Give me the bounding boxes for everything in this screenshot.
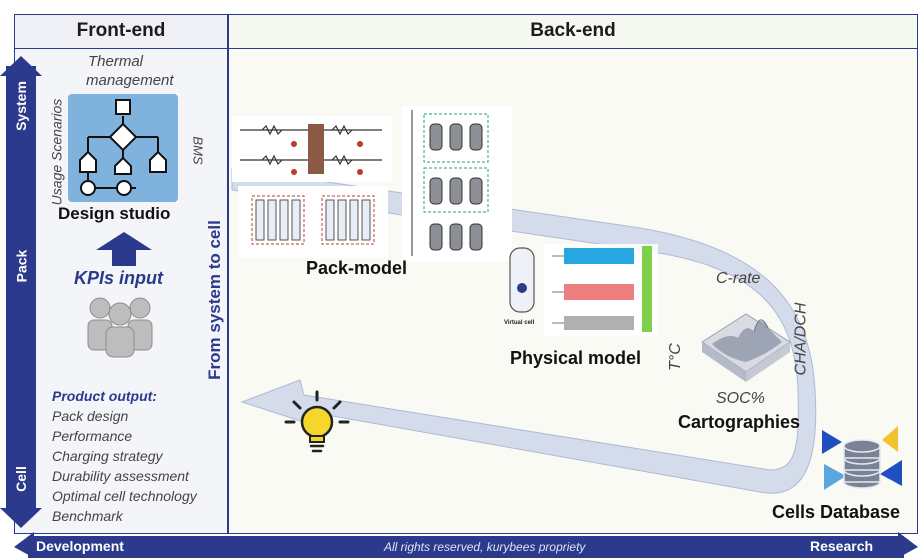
cartography-surface-icon [701,313,791,382]
product-output-title: Product output: [52,388,157,404]
flowchart-icon [79,99,167,196]
product-output-item: Optimal cell technology [52,488,197,504]
axis-label-system: System [13,81,29,131]
virtual-cell-icon [509,247,535,313]
kpis-input-label: KPIs input [74,268,163,288]
usage-scenarios-label: Usage Scenarios [48,98,64,206]
cartographies-label: Cartographies [678,412,801,432]
kpi-up-arrow-icon [96,232,152,266]
lightbulb-icon [284,390,350,453]
product-output-item: Charging strategy [52,448,163,464]
axis-up-arrow-icon [0,56,42,76]
product-output-item: Pack design [52,408,129,424]
product-output-item: Benchmark [52,508,123,524]
cells-database-label: Cells Database [772,502,901,522]
front-end-header: Front-end [14,14,228,49]
product-output-list: Pack design Performance Charging strateg… [52,406,197,526]
axis-down-arrow-icon [0,508,42,528]
product-output-item: Performance [52,428,133,444]
bms-label: BMS [190,135,206,165]
cell-array-diagram [238,186,388,258]
thermal-circuit-diagram [232,116,392,182]
pack-stack-diagram [402,106,512,262]
cells-database-icon [822,426,902,490]
footer-copyright: All rights reserved, kurybees propriety [384,540,586,554]
horizontal-axis-bar [28,536,904,558]
axis-label-pack: Pack [13,249,30,283]
physical-model-diagram [544,244,658,336]
back-end-header: Back-end [228,14,918,49]
axis-label-development: Development [36,538,124,554]
physical-model-label: Physical model [510,348,642,368]
from-system-to-cell-label: From system to cell [205,220,225,380]
product-output-item: Durability assessment [52,468,189,484]
axis-left-arrow-icon [14,532,34,558]
virtual-cell-label: Virtual cell [504,320,535,326]
cha-dch-label: CHA/DCH [792,302,810,376]
c-rate-label: C-rate [716,270,761,287]
flow-arrow-path [231,167,817,494]
axis-label-research: Research [810,538,874,554]
panel-divider [227,14,229,534]
axis-right-arrow-icon [898,532,918,558]
design-studio-label: Design studio [58,204,171,223]
temperature-label: T°C [667,343,685,371]
soc-label: SOC% [716,390,765,407]
design-studio-icon [68,94,178,202]
vertical-axis-bar [6,66,36,512]
thermal-management-label: Thermal management [86,53,174,89]
people-meeting-icon [87,297,153,358]
axis-label-cell: Cell [13,466,29,492]
pack-model-label: Pack-model [306,258,408,278]
